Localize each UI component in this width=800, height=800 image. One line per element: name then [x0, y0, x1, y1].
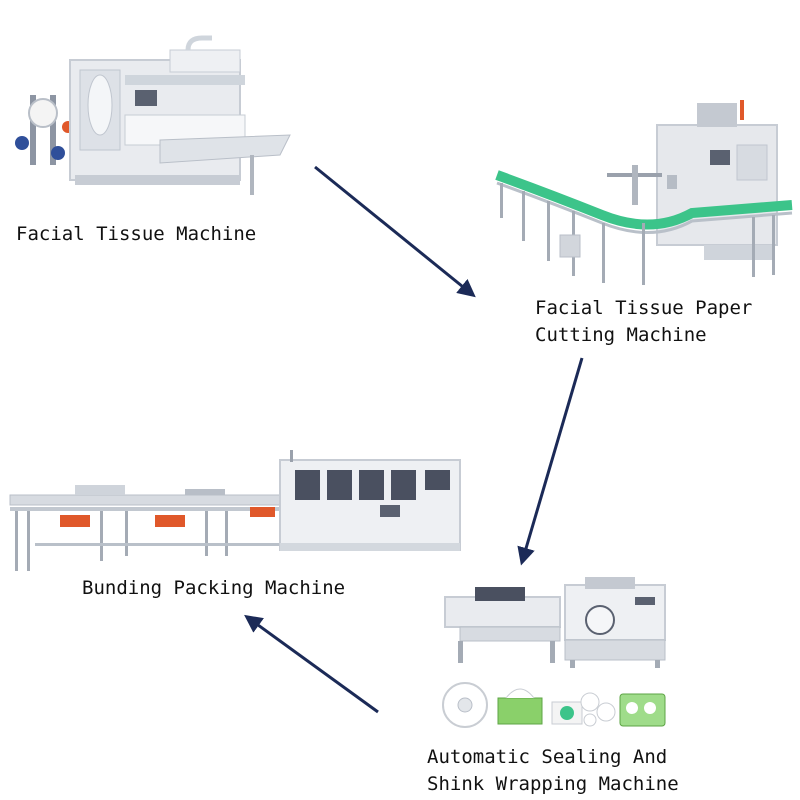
- step-label-bunding-packing-machine: Bunding Packing Machine: [82, 575, 345, 602]
- roll-bundle-icon: [580, 692, 616, 727]
- facial-tissue-machine-image: [10, 35, 295, 200]
- step-label-line: Facial Tissue Paper: [535, 297, 753, 319]
- step-label-line: Automatic Sealing And: [427, 746, 668, 768]
- step-label-line: Bunding Packing Machine: [82, 577, 346, 599]
- step-label-facial-tissue-machine: Facial Tissue Machine: [16, 221, 256, 248]
- step-label-line: Cutting Machine: [535, 324, 707, 346]
- step-label-sealing-wrapping-machine: Automatic Sealing And Shink Wrapping Mac…: [427, 744, 679, 798]
- step-label-line: Facial Tissue Machine: [16, 223, 257, 245]
- product-samples: [440, 680, 670, 730]
- step-label-cutting-machine: Facial Tissue Paper Cutting Machine: [535, 295, 752, 349]
- arrow-up-left-icon: [244, 614, 379, 714]
- cutting-machine-image: [492, 95, 797, 290]
- sealing-wrapping-machine-image: [440, 575, 670, 670]
- step-label-line: Shink Wrapping Machine: [427, 773, 679, 795]
- wrapped-pack-icon: [619, 693, 666, 727]
- bunding-packing-machine-image: [5, 435, 470, 580]
- toilet-roll-icon: [442, 682, 488, 728]
- arrow-right-down-icon: [314, 165, 476, 298]
- arrow-down-left-icon: [517, 357, 584, 566]
- facial-tissue-box-icon: [497, 688, 543, 725]
- tissue-pack-icon: [551, 701, 583, 725]
